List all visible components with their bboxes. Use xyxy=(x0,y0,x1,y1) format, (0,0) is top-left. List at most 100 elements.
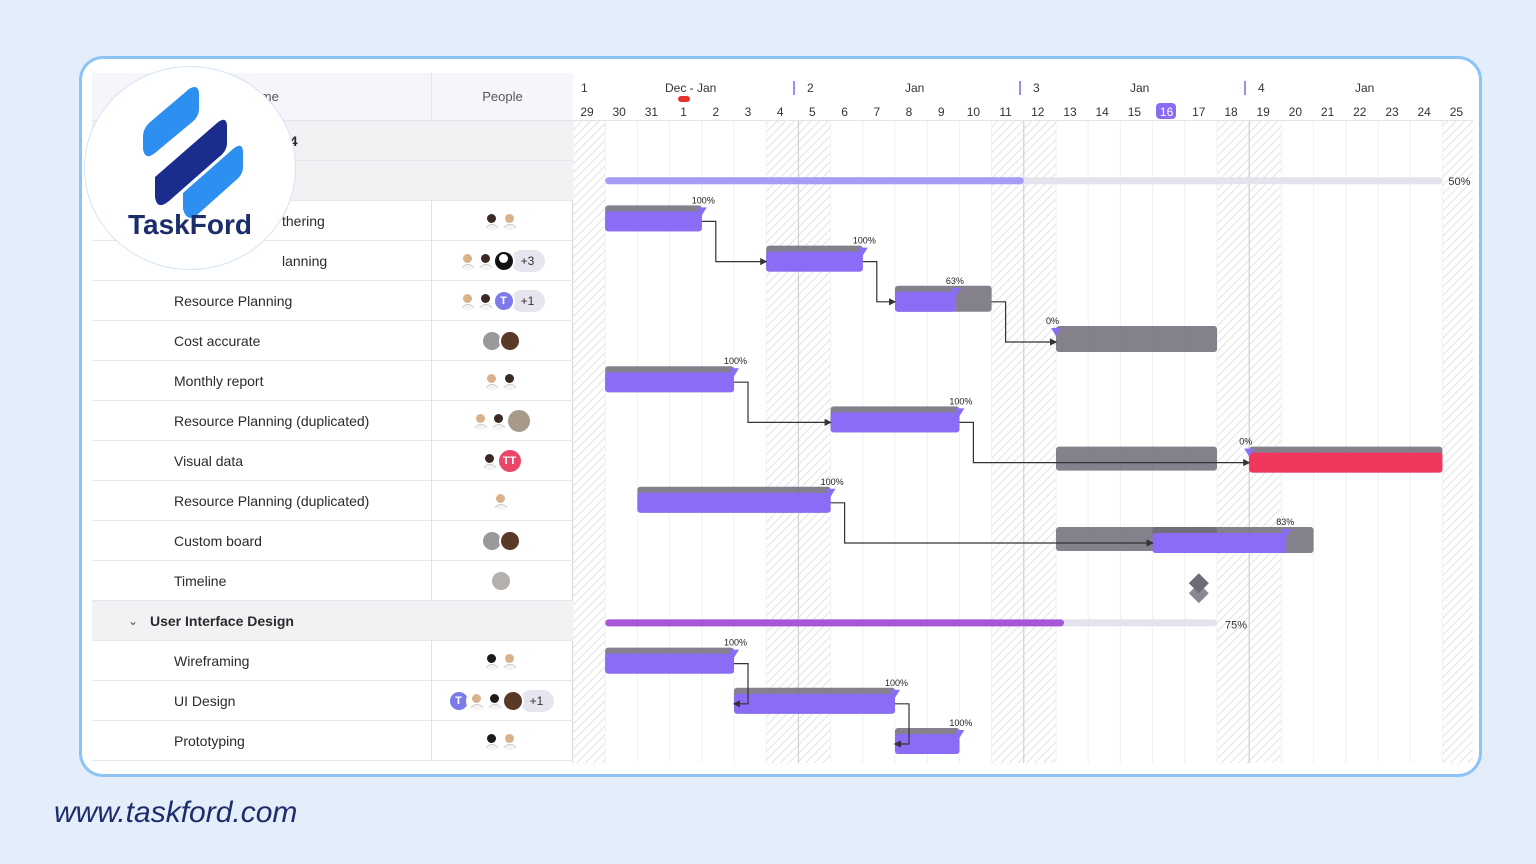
brand-name: TaskFord xyxy=(128,209,252,240)
summary-progress xyxy=(605,177,1024,185)
assignees[interactable] xyxy=(432,481,573,521)
milestone-diamond xyxy=(1188,583,1209,604)
task-name: thering xyxy=(92,201,432,241)
day-label: 5 xyxy=(809,105,816,119)
avatar xyxy=(505,408,532,434)
task-bar-progress xyxy=(895,291,956,312)
summary-progress xyxy=(605,619,1065,627)
week-label: Jan xyxy=(1355,81,1375,95)
column-header-people[interactable]: People xyxy=(482,89,523,104)
progress-label: 100% xyxy=(949,396,972,406)
assignees[interactable] xyxy=(432,561,573,601)
dependency-link xyxy=(862,261,897,306)
task-bar-progress xyxy=(766,251,863,272)
task-bar-planned xyxy=(1056,446,1217,471)
weekend-column xyxy=(573,121,606,763)
day-label: 21 xyxy=(1320,105,1335,119)
avatar xyxy=(498,370,521,392)
week-number: 3 xyxy=(1033,81,1040,95)
task-row[interactable]: Wireframing xyxy=(92,641,573,681)
progress-label: 100% xyxy=(885,678,908,688)
task-name: Custom board xyxy=(92,521,432,561)
task-row[interactable]: Resource Planning (duplicated) xyxy=(92,401,573,441)
day-label: 31 xyxy=(644,105,659,119)
avatar xyxy=(489,490,512,512)
day-label: 19 xyxy=(1256,105,1270,119)
progress-handle xyxy=(1244,448,1255,457)
day-label: 17 xyxy=(1192,105,1206,119)
week-divider xyxy=(1244,81,1246,95)
task-name: Monthly report xyxy=(92,361,432,401)
assignees[interactable]: TT xyxy=(432,441,573,481)
task-row[interactable]: Cost accurate xyxy=(92,321,573,361)
assignees[interactable] xyxy=(432,721,573,761)
task-row[interactable]: Resource Planning T +1 xyxy=(92,281,573,321)
week-divider xyxy=(1019,81,1021,95)
assignees[interactable] xyxy=(432,361,573,401)
day-label: 25 xyxy=(1449,105,1464,119)
day-label: 9 xyxy=(937,105,945,119)
day-label: 11 xyxy=(999,105,1012,119)
week-number: 1 xyxy=(581,81,588,95)
more-assignees-badge[interactable]: +1 xyxy=(519,690,554,712)
progress-handle xyxy=(890,689,900,698)
progress-handle xyxy=(825,488,836,497)
task-row[interactable]: Monthly report xyxy=(92,361,573,401)
website-url[interactable]: www.taskford.com xyxy=(54,796,298,829)
task-bar-progress xyxy=(605,653,734,674)
day-label: 2 xyxy=(712,105,720,119)
assignees[interactable]: +3 xyxy=(432,241,573,281)
progress-label: 100% xyxy=(724,638,747,648)
week-divider xyxy=(793,81,795,95)
assignees[interactable] xyxy=(432,521,573,561)
more-assignees-badge[interactable]: +1 xyxy=(510,290,545,312)
day-label: 15 xyxy=(1127,105,1142,119)
progress-label: 100% xyxy=(821,477,844,487)
task-name: lanning xyxy=(92,241,432,281)
progress-handle xyxy=(1051,328,1061,336)
task-row[interactable]: Prototyping xyxy=(92,721,573,761)
assignees[interactable] xyxy=(432,641,573,681)
progress-label: 83% xyxy=(1276,517,1294,527)
progress-label: 100% xyxy=(853,236,876,246)
task-row[interactable]: Custom board xyxy=(92,521,573,561)
task-row[interactable]: UI Design T +1 xyxy=(92,681,573,721)
today-highlight xyxy=(1156,103,1176,119)
day-label: 7 xyxy=(873,105,881,119)
dependency-link xyxy=(701,220,768,266)
avatar xyxy=(492,250,515,272)
task-name: Cost accurate xyxy=(92,321,432,361)
task-row[interactable]: thering xyxy=(92,201,573,241)
progress-handle xyxy=(954,408,965,417)
day-label: 24 xyxy=(1417,105,1431,119)
task-name: Resource Planning (duplicated) xyxy=(92,481,432,521)
task-name: Resource Planning xyxy=(92,281,432,321)
dependency-link xyxy=(959,421,1251,467)
more-assignees-badge[interactable]: +3 xyxy=(510,250,545,272)
summary-percent: 75% xyxy=(1225,619,1247,631)
assignees[interactable] xyxy=(432,201,573,241)
day-label: 8 xyxy=(905,105,913,119)
task-row[interactable]: lanning +3 xyxy=(92,241,573,281)
dependency-link xyxy=(830,502,1154,547)
weekend-column xyxy=(1249,121,1282,763)
assignees[interactable]: T +1 xyxy=(432,681,573,721)
avatar xyxy=(498,210,521,232)
progress-handle xyxy=(696,207,707,216)
progress-label: 100% xyxy=(692,195,715,205)
task-row[interactable]: Resource Planning (duplicated) xyxy=(92,481,573,521)
chevron-down-icon[interactable]: ⌄ xyxy=(128,614,139,628)
assignees[interactable] xyxy=(432,321,573,361)
progress-label: 0% xyxy=(1239,437,1252,447)
assignees[interactable] xyxy=(432,401,573,441)
week-label: Dec - Jan xyxy=(665,81,717,95)
task-name: Timeline xyxy=(92,561,432,601)
avatar xyxy=(501,690,524,712)
task-row[interactable]: Timeline xyxy=(92,561,573,601)
task-bar-progress xyxy=(605,372,734,393)
assignees[interactable]: T +1 xyxy=(432,281,573,321)
group-row-ui-design[interactable]: ⌄ User Interface Design xyxy=(92,601,573,641)
dependency-link xyxy=(991,301,1058,346)
task-row[interactable]: Visual data TT xyxy=(92,441,573,481)
